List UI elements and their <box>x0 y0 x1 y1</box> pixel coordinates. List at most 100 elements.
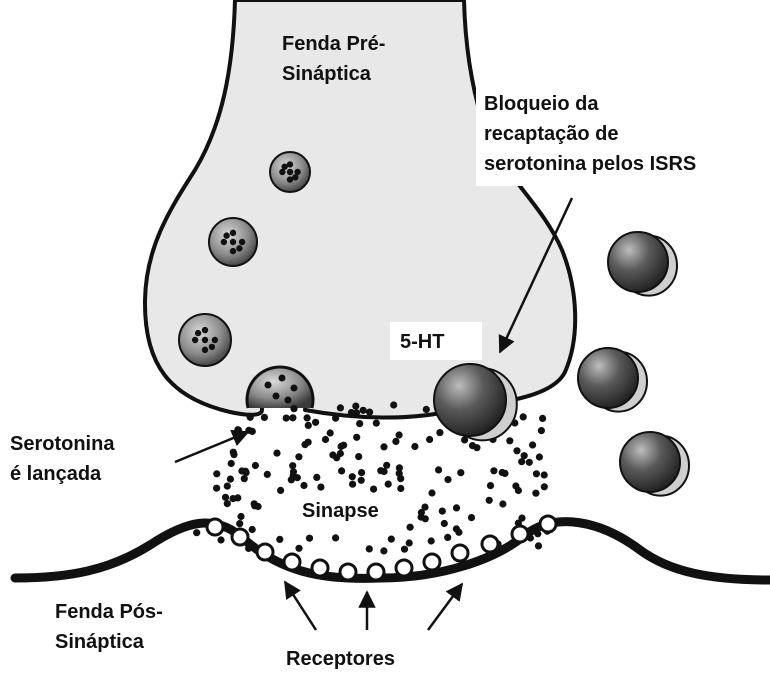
serotonin-molecule <box>305 422 312 429</box>
receptor <box>368 564 384 580</box>
serotonin-molecule <box>401 546 408 553</box>
receptor <box>257 544 273 560</box>
serotonin-molecule <box>264 471 271 478</box>
serotonin-molecule <box>228 460 235 467</box>
serotonin-molecule <box>349 481 356 488</box>
serotonin-molecule <box>289 414 296 421</box>
serotonin-molecule <box>539 415 546 422</box>
serotonin-molecule <box>290 405 297 412</box>
serotonin-molecule <box>457 469 464 476</box>
serotonin-molecule <box>535 542 542 549</box>
serotonin-molecule <box>230 451 237 458</box>
serotonin-molecule <box>329 451 336 458</box>
serotonin-molecule <box>224 483 231 490</box>
serotonin-molecule <box>366 545 373 552</box>
serotonin-molecule <box>518 458 525 465</box>
serotonin-molecule <box>380 443 387 450</box>
release-arrow <box>175 432 248 462</box>
serotonin-molecule <box>294 474 301 481</box>
blocker-label-line1: Bloqueio da <box>484 93 599 115</box>
postsynaptic-label-line2: Sináptica <box>55 631 145 653</box>
receptor <box>284 554 300 570</box>
ssri-blocker <box>434 364 517 440</box>
serotonin-molecule <box>444 534 451 541</box>
serotonin-molecule <box>538 427 545 434</box>
serotonin-molecule <box>428 537 435 544</box>
serotonin-molecule <box>486 497 493 504</box>
serotonin-molecule <box>249 526 256 533</box>
serotonin-molecule <box>388 536 395 543</box>
receptor <box>452 545 468 561</box>
serotonin-molecule <box>349 473 356 480</box>
serotonin-molecule <box>373 420 380 427</box>
serotonin-molecule <box>436 429 443 436</box>
serotonin-molecule <box>236 520 243 527</box>
serotonin-molecule <box>353 434 360 441</box>
serotonin-molecule <box>397 485 404 492</box>
serotonin-molecule <box>490 467 497 474</box>
released-label-line1: Serotonina <box>10 433 115 455</box>
postsynaptic-membrane <box>15 522 770 580</box>
serotonin-molecule <box>245 545 252 552</box>
serotonin-molecule <box>526 459 533 466</box>
serotonin-molecule <box>411 443 418 450</box>
serotonin-molecule <box>289 462 296 469</box>
serotonin-molecule <box>332 534 339 541</box>
serotonin-molecule <box>222 494 229 501</box>
serotonin-molecule <box>370 486 377 493</box>
serotonin-molecule <box>513 447 520 454</box>
receptor <box>340 564 356 580</box>
serotonin-molecule <box>499 469 506 476</box>
serotonin-molecule <box>518 515 525 522</box>
serotonin-molecule <box>273 450 280 457</box>
serotonin-molecule <box>380 547 387 554</box>
serotonin-molecule <box>338 443 345 450</box>
vesicle <box>209 218 257 266</box>
serotonin-molecule <box>439 508 446 515</box>
serotonin-molecule <box>541 471 548 478</box>
serotonin-molecule <box>252 462 259 469</box>
serotonin-molecule <box>312 419 319 426</box>
vesicle <box>270 152 310 192</box>
serotonin-molecule <box>506 437 513 444</box>
serotonin-molecule <box>499 500 506 507</box>
serotonin-molecule <box>338 467 345 474</box>
receptor <box>512 526 528 542</box>
presynaptic-label-line1: Fenda Pré- <box>282 33 385 55</box>
serotonin-molecule <box>487 482 494 489</box>
serotonin-molecule <box>358 469 365 476</box>
serotonin-molecule <box>396 470 403 477</box>
blocker-label-line2: recaptação de <box>484 123 619 145</box>
serotonin-molecule <box>337 404 344 411</box>
serotonin-molecule <box>337 450 344 457</box>
postsynaptic-label-line1: Fenda Pós- <box>55 601 163 623</box>
serotonin-molecule <box>385 481 392 488</box>
serotonin-molecule <box>348 409 355 416</box>
serotonin-molecule <box>213 485 220 492</box>
serotonin-molecule <box>407 524 414 531</box>
serotonin-molecule <box>322 436 329 443</box>
serotonin-molecule <box>237 513 244 520</box>
serotonin-molecule <box>532 490 539 497</box>
receptor-arrow-left <box>285 582 316 630</box>
serotonin-molecule <box>390 401 397 408</box>
serotonin-molecule <box>356 420 363 427</box>
synapse-label: Sinapse <box>302 500 379 522</box>
serotonin-molecule <box>406 539 413 546</box>
serotonin-molecule <box>276 536 283 543</box>
serotonin-molecule <box>300 482 307 489</box>
serotonin-molecule <box>453 504 460 511</box>
serotonin-molecule <box>358 477 365 484</box>
serotonin-molecule <box>304 414 311 421</box>
serotonin-molecule <box>536 453 543 460</box>
serotonin-molecule <box>277 487 284 494</box>
serotonin-molecule <box>283 415 290 422</box>
serotonin-molecule <box>529 441 536 448</box>
serotonin-molecule <box>305 439 312 446</box>
receptor <box>540 516 556 532</box>
presynaptic-label-line2: Sináptica <box>282 63 372 85</box>
serotonin-molecule <box>261 414 268 421</box>
serotonin-molecule <box>534 530 541 537</box>
receptor <box>482 536 498 552</box>
